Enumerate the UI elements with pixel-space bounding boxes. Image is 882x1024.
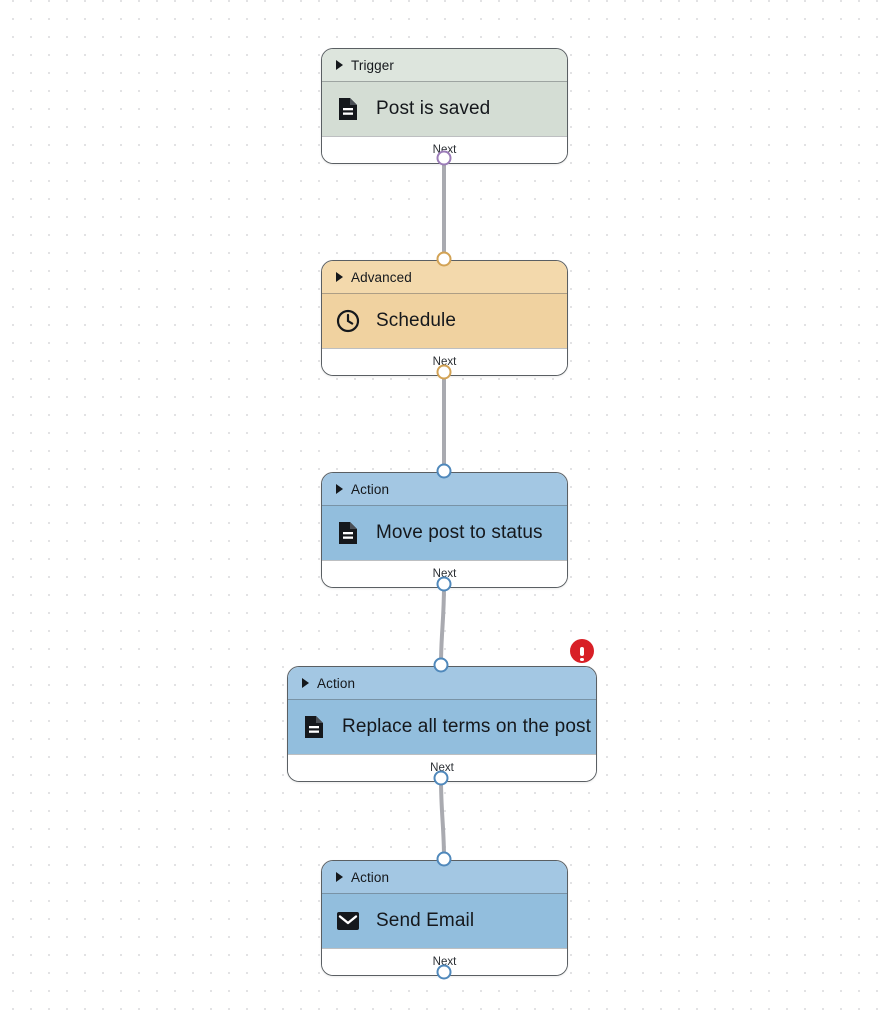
- node-category-label: Advanced: [351, 269, 412, 285]
- node-output-handle-replace-terms[interactable]: [433, 770, 449, 786]
- chevron-right-icon[interactable]: [336, 60, 343, 70]
- chevron-right-icon[interactable]: [302, 678, 309, 688]
- clock-icon: [336, 309, 360, 333]
- node-body[interactable]: Post is saved: [322, 81, 567, 136]
- node-output-handle-advanced[interactable]: [436, 364, 452, 380]
- edge-action2-to-action3: [439, 777, 446, 860]
- document-icon: [336, 521, 360, 545]
- node-output-handle-trigger[interactable]: [436, 150, 452, 166]
- node-input-handle-advanced[interactable]: [436, 251, 452, 267]
- node-body[interactable]: Move post to status: [322, 505, 567, 560]
- node-input-handle-send-email[interactable]: [436, 851, 452, 867]
- error-icon[interactable]: [570, 639, 594, 663]
- exclamation-mark: [580, 646, 585, 662]
- node-title: Move post to status: [376, 522, 543, 543]
- node-header[interactable]: Trigger: [322, 49, 567, 81]
- chevron-right-icon[interactable]: [336, 484, 343, 494]
- chevron-right-icon[interactable]: [336, 872, 343, 882]
- workflow-node-send-email[interactable]: Action Send Email Next: [321, 860, 568, 976]
- node-footer-next[interactable]: Next: [322, 348, 567, 375]
- node-title: Post is saved: [376, 98, 491, 119]
- node-title: Replace all terms on the post: [342, 716, 591, 737]
- node-header[interactable]: Action: [322, 861, 567, 893]
- node-title: Schedule: [376, 310, 457, 331]
- node-input-handle-move-post[interactable]: [436, 463, 452, 479]
- workflow-node-move-post-to-status[interactable]: Action Move post to status Next: [321, 472, 568, 588]
- node-body[interactable]: Schedule: [322, 293, 567, 348]
- envelope-icon: [336, 909, 360, 933]
- edge-action1-to-action2: [439, 583, 446, 666]
- node-body[interactable]: Send Email: [322, 893, 567, 948]
- node-body[interactable]: Replace all terms on the post: [288, 699, 596, 754]
- chevron-right-icon[interactable]: [336, 272, 343, 282]
- node-category-label: Action: [317, 675, 356, 691]
- node-category-label: Action: [351, 481, 390, 497]
- document-icon: [302, 715, 326, 739]
- node-output-handle-send-email[interactable]: [436, 964, 452, 980]
- workflow-node-trigger[interactable]: Trigger Post is saved Next: [321, 48, 568, 164]
- node-category-label: Action: [351, 869, 390, 885]
- workflow-node-advanced[interactable]: Advanced Schedule Next: [321, 260, 568, 376]
- node-output-handle-move-post[interactable]: [436, 576, 452, 592]
- node-input-handle-replace-terms[interactable]: [433, 657, 449, 673]
- workflow-node-replace-all-terms-on-the-post[interactable]: Action Replace all terms on the post Nex…: [287, 666, 597, 782]
- node-title: Send Email: [376, 910, 475, 931]
- node-category-label: Trigger: [351, 57, 394, 73]
- document-icon: [336, 97, 360, 121]
